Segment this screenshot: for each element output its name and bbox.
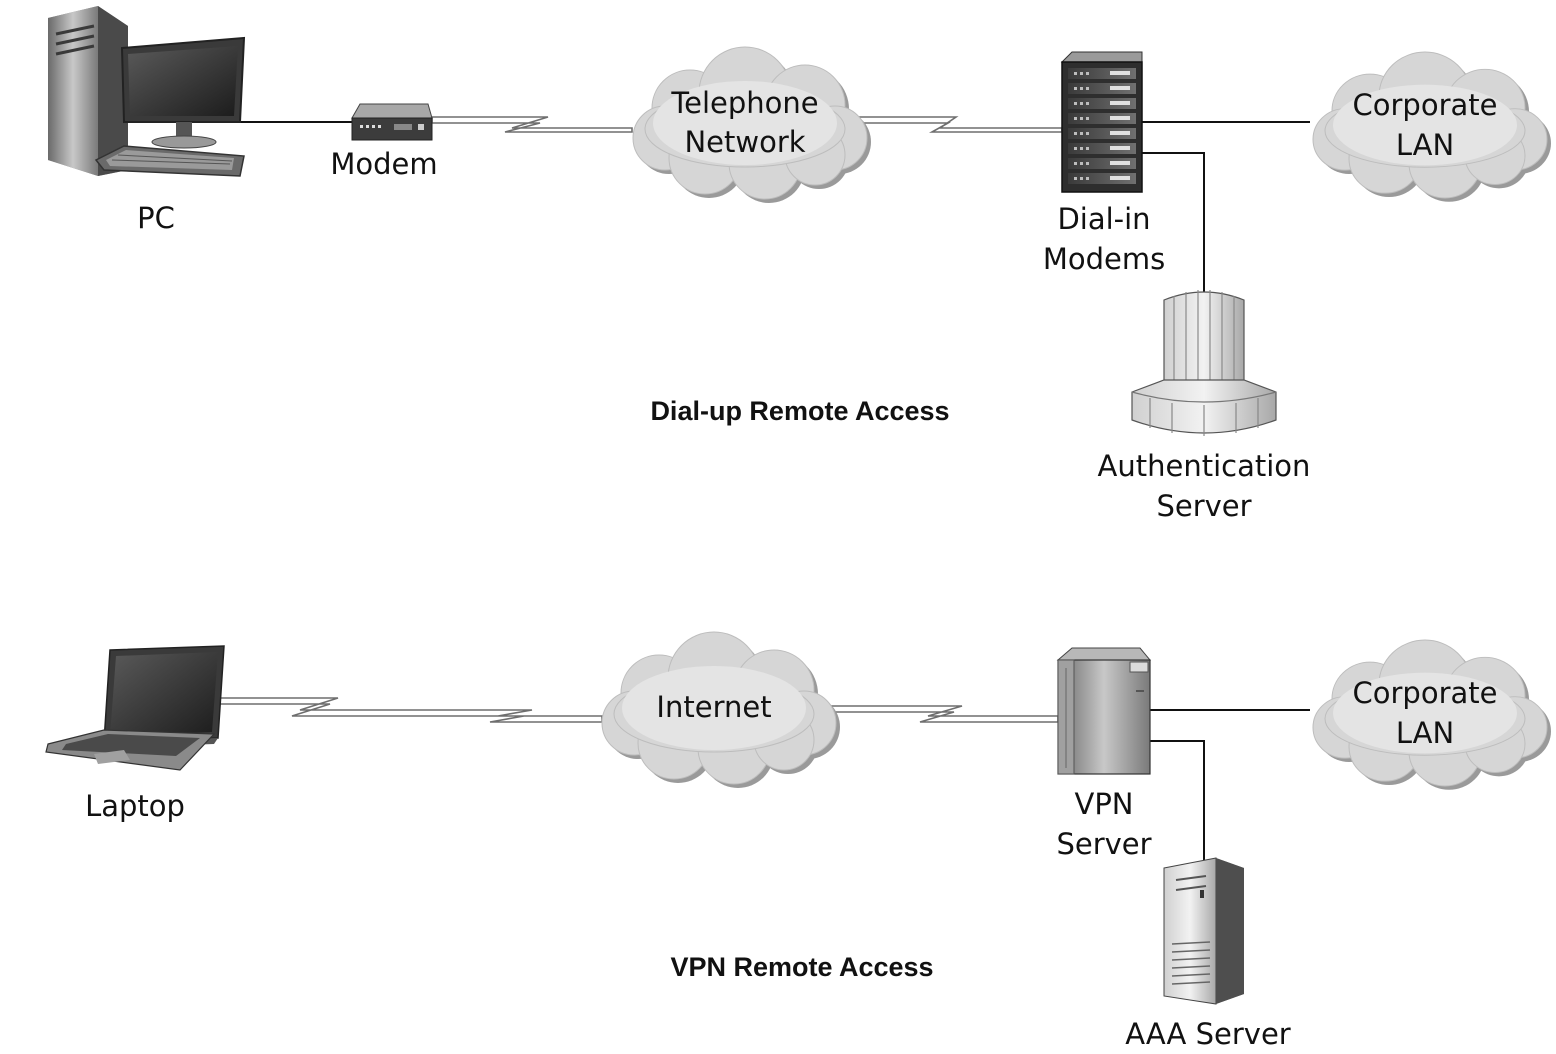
dialin-auth-link [1142, 152, 1205, 292]
dialup-corporate-lan-label-line2: LAN [1396, 128, 1454, 162]
laptop-icon [45, 645, 225, 771]
pc-label: PC [137, 201, 175, 235]
authentication-server-label-line2: Server [1156, 489, 1251, 523]
dialup-section-title: Dial-up Remote Access [650, 396, 949, 426]
cloud-icon [601, 631, 840, 788]
internet-label: Internet [656, 690, 771, 724]
dialin-modems-label-line1: Dial-in [1057, 202, 1150, 236]
vpn-server-label-line2: Server [1056, 827, 1151, 861]
vpn-corporate-lan-label-line2: LAN [1396, 716, 1454, 750]
vpn-aaa-link [1150, 740, 1205, 860]
desktop-computer-icon [48, 6, 246, 177]
cloud-icon [1312, 639, 1551, 790]
tower-server-icon [1163, 857, 1244, 1005]
modem-icon [351, 103, 433, 141]
vpn-lightning-link-left [217, 697, 603, 723]
vpn-section-title: VPN Remote Access [670, 952, 933, 982]
cloud-icon [1312, 51, 1551, 202]
modem-label: Modem [330, 147, 437, 181]
dialin-modems-label-line2: Modems [1043, 242, 1165, 276]
dialup-corporate-lan-label-line1: Corporate [1353, 88, 1498, 122]
vpn-server-label-line1: VPN [1074, 787, 1133, 821]
authentication-server-icon [1131, 290, 1277, 436]
vpn-lightning-link-right [829, 705, 1059, 723]
telephone-network-label-line2: Network [684, 125, 805, 159]
telephone-network-label-line1: Telephone [670, 86, 818, 120]
aaa-server-label: AAA Server [1125, 1017, 1291, 1051]
cloud-icon [632, 46, 871, 203]
authentication-server-label-line1: Authentication [1098, 449, 1311, 483]
modem-rack-icon [1060, 51, 1143, 193]
vpn-corporate-lan-label-line1: Corporate [1353, 676, 1498, 710]
dialup-links [236, 116, 1310, 292]
dialup-lightning-link-right [857, 116, 1063, 133]
laptop-label: Laptop [85, 789, 185, 823]
vpn-server-icon [1056, 647, 1152, 775]
dialup-lightning-link-left [431, 116, 633, 133]
